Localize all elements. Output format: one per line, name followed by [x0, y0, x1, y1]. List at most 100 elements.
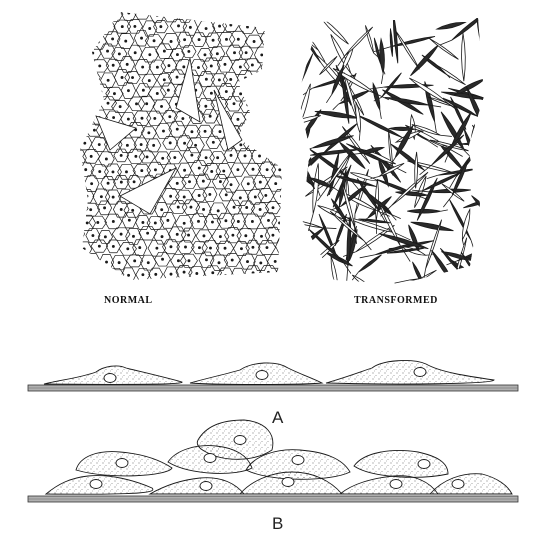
normal-cell	[274, 84, 288, 96]
transformed-cell-process	[341, 97, 344, 101]
normal-cell-nucleus	[258, 155, 260, 157]
normal-cell-nucleus	[217, 210, 219, 212]
normal-cell-nucleus	[261, 54, 263, 56]
normal-cell-nucleus	[196, 272, 198, 274]
normal-cell	[106, 268, 124, 281]
normal-cell-nucleus	[225, 220, 227, 222]
normal-cell	[274, 268, 291, 282]
normal-cell-nucleus	[176, 233, 178, 235]
normal-cell-nucleus	[112, 196, 114, 198]
normal-cell-nucleus	[225, 90, 227, 92]
normal-cell	[261, 60, 278, 75]
normal-cell-nucleus	[86, 195, 88, 197]
normal-cell-nucleus	[281, 65, 283, 67]
transformed-cell	[483, 189, 486, 215]
normal-cell-nucleus	[170, 273, 172, 275]
normal-cell	[71, 97, 86, 112]
normal-cell-nucleus	[217, 157, 219, 159]
normal-cell	[276, 239, 291, 254]
normal-cell-nucleus	[240, 248, 242, 250]
normal-cell-nucleus	[272, 207, 274, 209]
normal-cell	[80, 189, 94, 202]
normal-cell-nucleus	[219, 236, 221, 238]
transformed-cell-process	[395, 280, 411, 283]
transformed-cell-process	[278, 124, 290, 129]
transformed-cell	[472, 125, 495, 159]
transformed-cell	[297, 84, 310, 130]
normal-cell-nucleus	[225, 14, 227, 16]
normal-cell-nucleus	[177, 260, 179, 262]
normal-cell-nucleus	[244, 155, 246, 157]
normal-cell-nucleus	[183, 271, 185, 273]
normal-cell-nucleus	[211, 221, 213, 223]
transformed-cell-process	[381, 73, 383, 84]
transformed-cell	[302, 110, 321, 137]
transformed-cell-process	[308, 214, 313, 231]
normal-cell-nucleus	[205, 157, 207, 159]
normal-cell	[267, 71, 284, 86]
normal-cell-nucleus	[209, 247, 211, 249]
transformed-cell-process	[471, 240, 475, 252]
transformed-cell	[462, 33, 466, 81]
normal-cell	[77, 57, 92, 72]
normal-cell-nucleus	[245, 52, 247, 54]
normal-cell	[69, 226, 85, 242]
transformed-cell	[468, 270, 478, 294]
normal-cell-nucleus	[156, 92, 158, 94]
normal-cell-nucleus	[240, 144, 242, 146]
transformed-cell	[458, 142, 503, 145]
normal-cell-nucleus	[90, 102, 92, 104]
normal-cell-nucleus	[121, 25, 123, 27]
normal-cell-nucleus	[154, 169, 156, 171]
normal-cell-nucleus	[212, 39, 214, 41]
normal-cell-nucleus	[267, 91, 269, 93]
normal-cell	[121, 6, 136, 21]
transformed-cell-process	[278, 259, 287, 267]
normal-cell-nucleus	[162, 130, 164, 132]
transformed-cell	[393, 13, 398, 64]
normal-cell-nucleus	[233, 52, 235, 54]
normal-cell-nucleus	[244, 77, 246, 79]
normal-cell-nucleus	[244, 129, 246, 131]
normal-cell	[267, 99, 284, 114]
normal-cell-nucleus	[140, 143, 142, 145]
normal-cell-nucleus	[205, 105, 207, 107]
normal-cell-nucleus	[198, 38, 200, 40]
normal-cell-nucleus	[254, 196, 256, 198]
normal-cell-nucleus	[198, 12, 200, 14]
normal-cell-nucleus	[267, 271, 269, 273]
normal-cell-nucleus	[90, 209, 92, 211]
transformed-cell	[313, 163, 319, 213]
label-a: A	[272, 408, 284, 427]
normal-cell-nucleus	[176, 182, 178, 184]
normal-cell-nucleus	[82, 15, 84, 17]
normal-cell-nucleus	[182, 117, 184, 119]
normal-cell-nucleus	[239, 13, 241, 15]
normal-cell-nucleus	[261, 77, 263, 79]
transformed-cell	[432, 135, 464, 165]
normal-cell-nucleus	[120, 208, 122, 210]
normal-cell-nucleus	[278, 222, 280, 224]
normal-cell	[202, 6, 220, 20]
normal-cell-nucleus	[205, 27, 207, 29]
normal-cell-nucleus	[272, 129, 274, 131]
normal-cell	[267, 44, 282, 58]
normal-cell-nucleus	[93, 129, 95, 131]
transformed-cell	[466, 86, 487, 132]
normal-cells-illustration	[69, 5, 291, 283]
normal-cell-nucleus	[156, 66, 158, 68]
normal-cell	[232, 8, 248, 21]
normal-cell-nucleus	[197, 66, 199, 68]
normal-cell-nucleus	[147, 262, 149, 264]
normal-cell-nucleus	[188, 181, 190, 183]
normal-cell-nucleus	[252, 246, 254, 248]
normal-cell-nucleus	[114, 274, 116, 276]
normal-cell	[247, 6, 262, 19]
normal-cell-nucleus	[78, 157, 80, 159]
normal-cell-nucleus	[282, 274, 284, 276]
transformed-cell-process	[427, 175, 438, 178]
transformed-cell	[331, 256, 338, 293]
normal-cell-nucleus	[266, 143, 268, 145]
normal-cell-nucleus	[100, 196, 102, 198]
normal-cell-nucleus	[258, 103, 260, 105]
